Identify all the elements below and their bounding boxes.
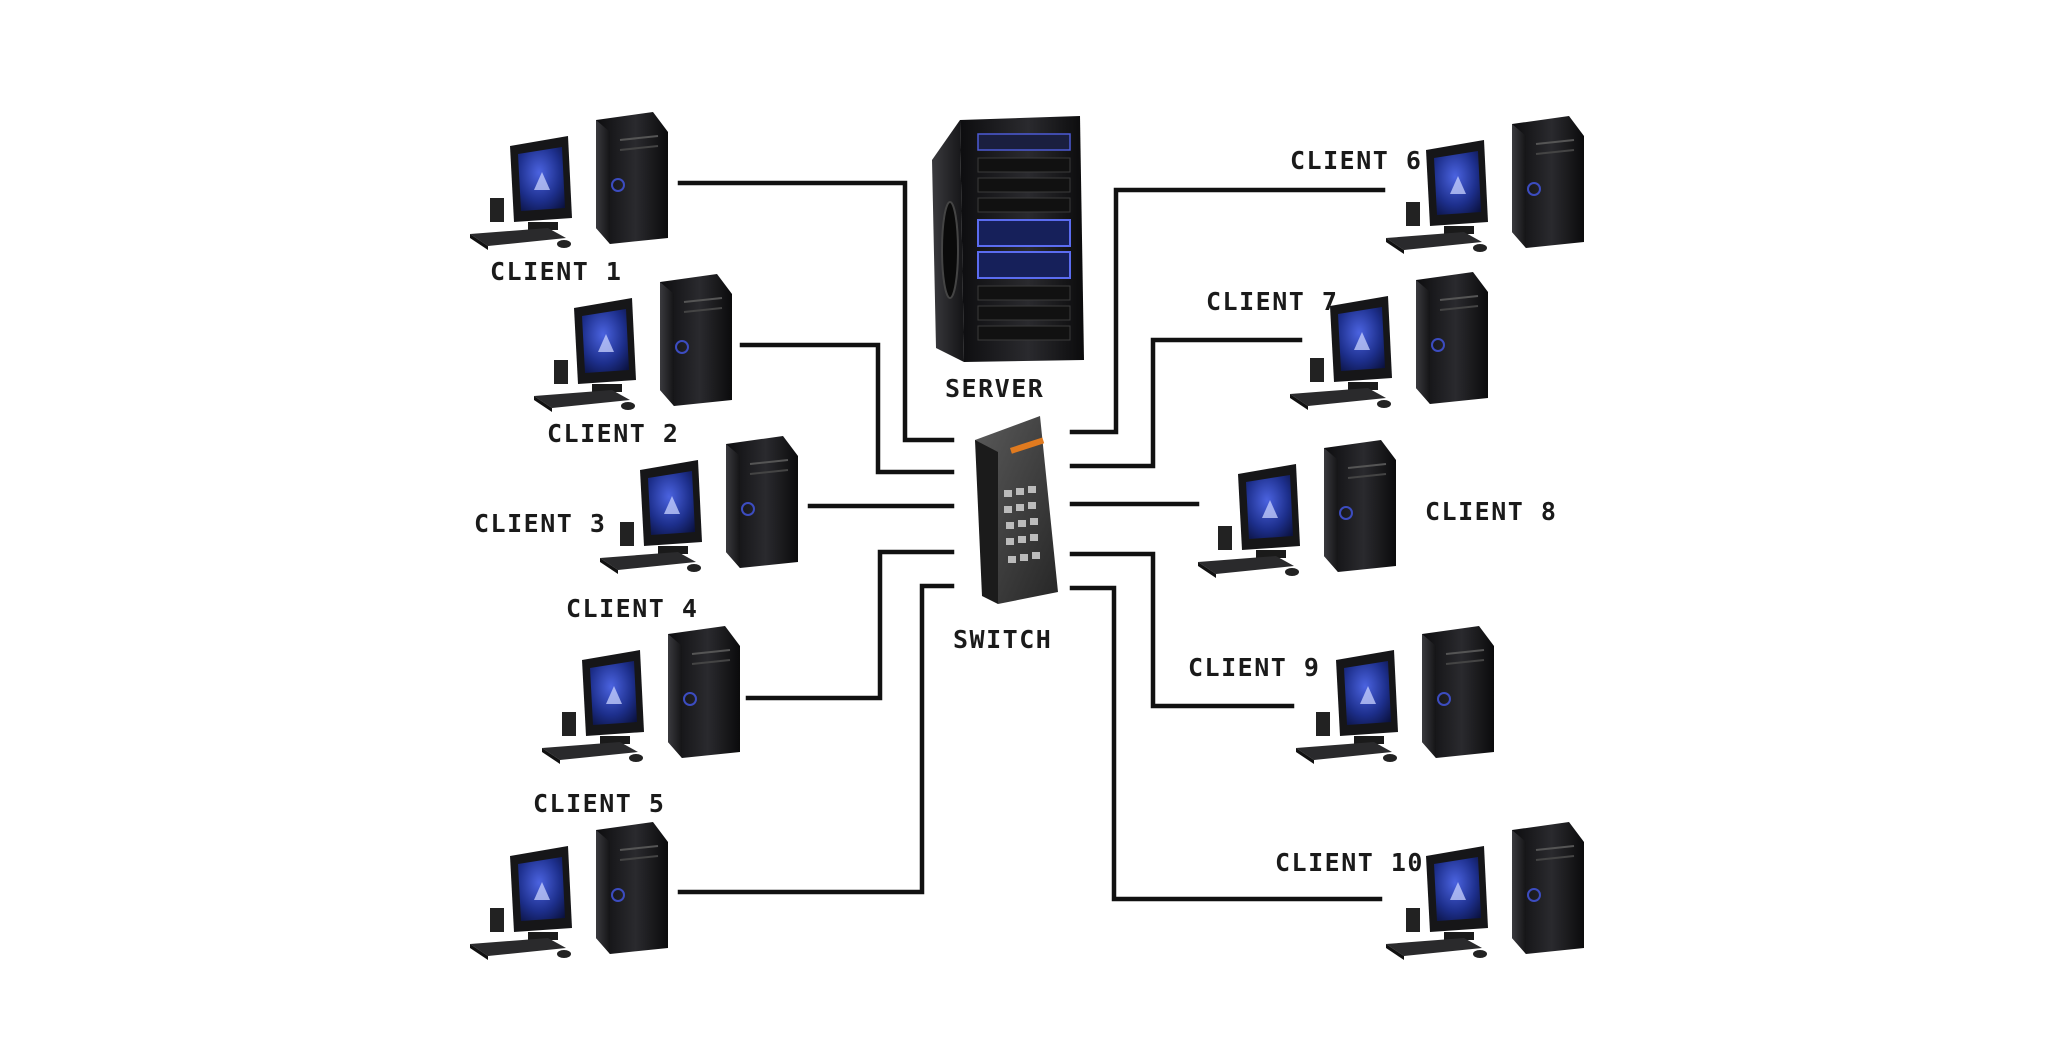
desktop-computer-icon	[541, 625, 741, 765]
client-label-6: CLIENT 6	[1290, 146, 1422, 175]
desktop-computer-icon	[599, 435, 799, 575]
server-node: SERVER	[932, 116, 1084, 403]
wire-client-7	[1069, 337, 1303, 469]
desktop-computer-icon	[533, 273, 733, 413]
wire-client-5	[677, 583, 955, 895]
client-node-8: CLIENT 8	[1197, 439, 1557, 579]
desktop-computer-icon	[1197, 439, 1397, 579]
switch-label: SWITCH	[953, 625, 1052, 654]
client-label-1: CLIENT 1	[490, 257, 622, 286]
client-label-4: CLIENT 4	[566, 594, 698, 623]
client-node-4: CLIENT 4	[541, 594, 741, 765]
client-label-7: CLIENT 7	[1206, 287, 1338, 316]
connections	[677, 180, 1386, 902]
switch-node: SWITCH	[953, 416, 1058, 654]
client-node-7: CLIENT 7	[1206, 271, 1489, 411]
desktop-computer-icon	[1295, 625, 1495, 765]
client-node-6: CLIENT 6	[1290, 115, 1585, 255]
server-label: SERVER	[945, 374, 1044, 403]
wire-client-10	[1069, 585, 1383, 902]
client-label-10: CLIENT 10	[1275, 848, 1424, 877]
client-label-9: CLIENT 9	[1188, 653, 1320, 682]
client-label-8: CLIENT 8	[1425, 497, 1557, 526]
wire-client-4	[745, 549, 955, 701]
wire-client-2	[739, 342, 955, 475]
client-node-1: CLIENT 1	[469, 111, 669, 286]
wire-client-6	[1069, 187, 1386, 435]
wire-client-1	[677, 180, 955, 443]
wire-client-9	[1069, 551, 1295, 709]
client-label-3: CLIENT 3	[474, 509, 606, 538]
tower-server-icon	[932, 116, 1084, 362]
network-switch-icon	[975, 416, 1058, 604]
desktop-computer-icon	[1385, 115, 1585, 255]
client-node-3: CLIENT 3	[474, 435, 799, 575]
client-node-10: CLIENT 10	[1275, 821, 1585, 961]
client-label-2: CLIENT 2	[547, 419, 679, 448]
client-node-5: CLIENT 5	[469, 789, 669, 961]
desktop-computer-icon	[469, 821, 669, 961]
client-node-2: CLIENT 2	[533, 273, 733, 448]
client-label-5: CLIENT 5	[533, 789, 665, 818]
client-node-9: CLIENT 9	[1188, 625, 1495, 765]
desktop-computer-icon	[1385, 821, 1585, 961]
desktop-computer-icon	[469, 111, 669, 251]
